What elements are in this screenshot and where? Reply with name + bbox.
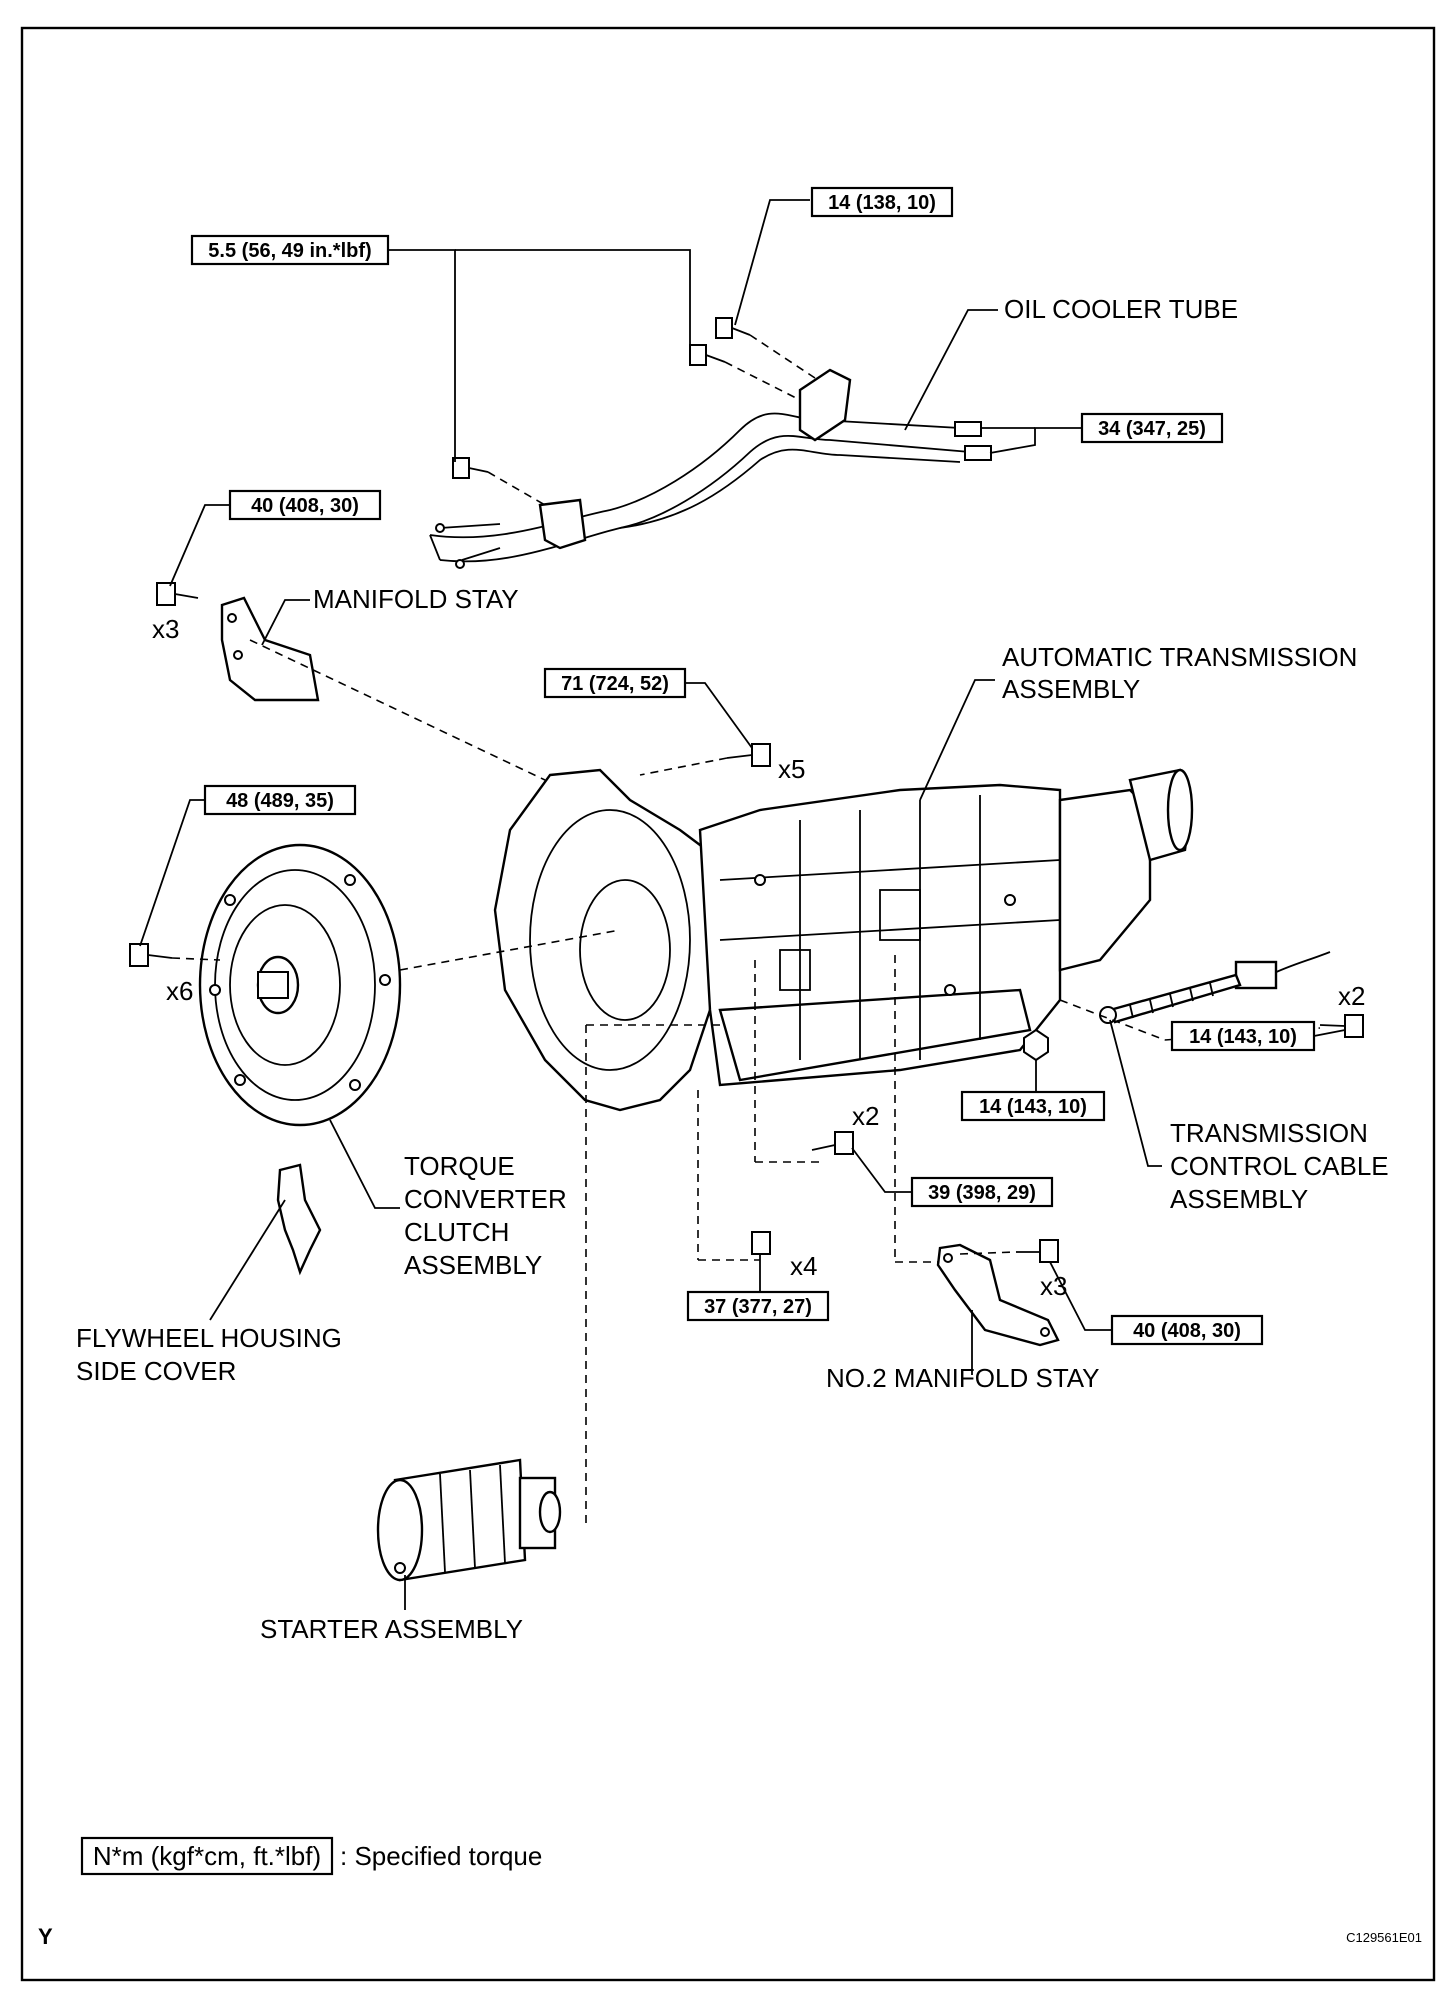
label-no2-manifold-stay: NO.2 MANIFOLD STAY: [826, 1363, 1100, 1393]
svg-text:34 (347, 25): 34 (347, 25): [1098, 418, 1206, 440]
torque-box-71-724-52: 71 (724, 52): [543, 667, 687, 699]
torque-converter-clutch-assembly: [198, 843, 402, 1127]
oil-cooler-tube: [429, 368, 992, 569]
label-manifold-stay: MANIFOLD STAY: [313, 584, 519, 614]
torque-box-5-5: 5.5 (56, 49 in.*lbf): [190, 234, 390, 266]
page-frame: [20, 26, 1436, 1982]
flywheel-housing-side-cover: [276, 1163, 322, 1276]
svg-text:14 (138, 10): 14 (138, 10): [828, 192, 936, 214]
label-torque-converter-1: TORQUE: [404, 1151, 515, 1181]
torque-box-14-143-10-mid: 14 (143, 10): [960, 1090, 1106, 1122]
no2-manifold-stay: [936, 1243, 1060, 1347]
label-transmission-cable-2: CONTROL CABLE: [1170, 1151, 1389, 1181]
starter-assembly: [376, 1458, 562, 1582]
bolt-39-lower: [811, 1131, 854, 1155]
tube-bolt-top: [715, 317, 751, 339]
torque-box-40-408-30-top: 40 (408, 30): [228, 489, 382, 521]
tube-bracket-left: [538, 498, 587, 550]
no2-stay-bolt: [1016, 1239, 1059, 1263]
qty-x5: x5: [778, 754, 805, 784]
svg-text:71 (724, 52): 71 (724, 52): [561, 673, 669, 695]
transmission-bolt-71: [726, 743, 771, 767]
label-starter-assembly: STARTER ASSEMBLY: [260, 1614, 523, 1644]
svg-text:5.5 (56, 49 in.*lbf): 5.5 (56, 49 in.*lbf): [208, 240, 371, 262]
svg-text:39 (398, 29): 39 (398, 29): [928, 1182, 1036, 1204]
manifold-stay-bolt: [156, 582, 199, 606]
torque-box-14-138-10: 14 (138, 10): [810, 186, 954, 218]
qty-x3-no2: x3: [1040, 1271, 1067, 1301]
label-automatic-transmission-1: AUTOMATIC TRANSMISSION: [1002, 642, 1357, 672]
torque-box-39-398-29: 39 (398, 29): [910, 1176, 1054, 1208]
label-transmission-cable-3: ASSEMBLY: [1170, 1184, 1308, 1214]
qty-x3-manifold: x3: [152, 614, 179, 644]
label-torque-converter-2: CONVERTER: [404, 1184, 567, 1214]
qty-x4: x4: [790, 1251, 817, 1281]
label-flywheel-cover-1: FLYWHEEL HOUSING: [76, 1323, 342, 1353]
label-transmission-cable-1: TRANSMISSION: [1170, 1118, 1368, 1148]
legend-meaning: : Specified torque: [340, 1841, 542, 1871]
legend-units: N*m (kgf*cm, ft.*lbf): [93, 1841, 321, 1871]
svg-text:48 (489, 35): 48 (489, 35): [226, 790, 334, 812]
qty-x6: x6: [166, 976, 193, 1006]
label-torque-converter-3: CLUTCH: [404, 1217, 509, 1247]
footer-mark: Y: [38, 1924, 53, 1949]
tube-bracket-right: [798, 368, 852, 442]
tube-bolt-left: [452, 457, 489, 479]
footer-code: C129561E01: [1346, 1930, 1422, 1945]
label-automatic-transmission-2: ASSEMBLY: [1002, 674, 1140, 704]
cable-nut: [1023, 1028, 1049, 1062]
svg-text:14 (143, 10): 14 (143, 10): [1189, 1026, 1297, 1048]
label-flywheel-cover-2: SIDE COVER: [76, 1356, 236, 1386]
qty-x2-lower: x2: [852, 1101, 879, 1131]
leader-lines: [139, 199, 1346, 1610]
torque-box-40-408-30-bottom: 40 (408, 30): [1110, 1314, 1264, 1346]
svg-text:40 (408, 30): 40 (408, 30): [251, 495, 359, 517]
label-torque-converter-4: ASSEMBLY: [404, 1250, 542, 1280]
cable-bolt: [1319, 1014, 1364, 1038]
torque-box-48-489-35: 48 (489, 35): [203, 784, 357, 816]
qty-x2-cable: x2: [1338, 981, 1365, 1011]
torque-box-37-377-27: 37 (377, 27): [686, 1290, 830, 1322]
torque-box-34-347-25: 34 (347, 25): [1080, 412, 1224, 444]
tube-bolt-mid: [689, 344, 726, 366]
torque-box-14-143-10-right: 14 (143, 10): [1170, 1020, 1316, 1052]
legend: N*m (kgf*cm, ft.*lbf) : Specified torque: [80, 1836, 542, 1876]
svg-text:40 (408, 30): 40 (408, 30): [1133, 1320, 1241, 1342]
bolt-37-lower: [751, 1231, 771, 1280]
label-oil-cooler-tube: OIL COOLER TUBE: [1004, 294, 1238, 324]
svg-text:14 (143, 10): 14 (143, 10): [979, 1096, 1087, 1118]
torque-converter-bolt: [129, 943, 173, 967]
svg-text:37 (377, 27): 37 (377, 27): [704, 1296, 812, 1318]
automatic-transmission-assembly: [493, 768, 1194, 1112]
transmission-control-cable-assembly: [1099, 951, 1331, 1024]
